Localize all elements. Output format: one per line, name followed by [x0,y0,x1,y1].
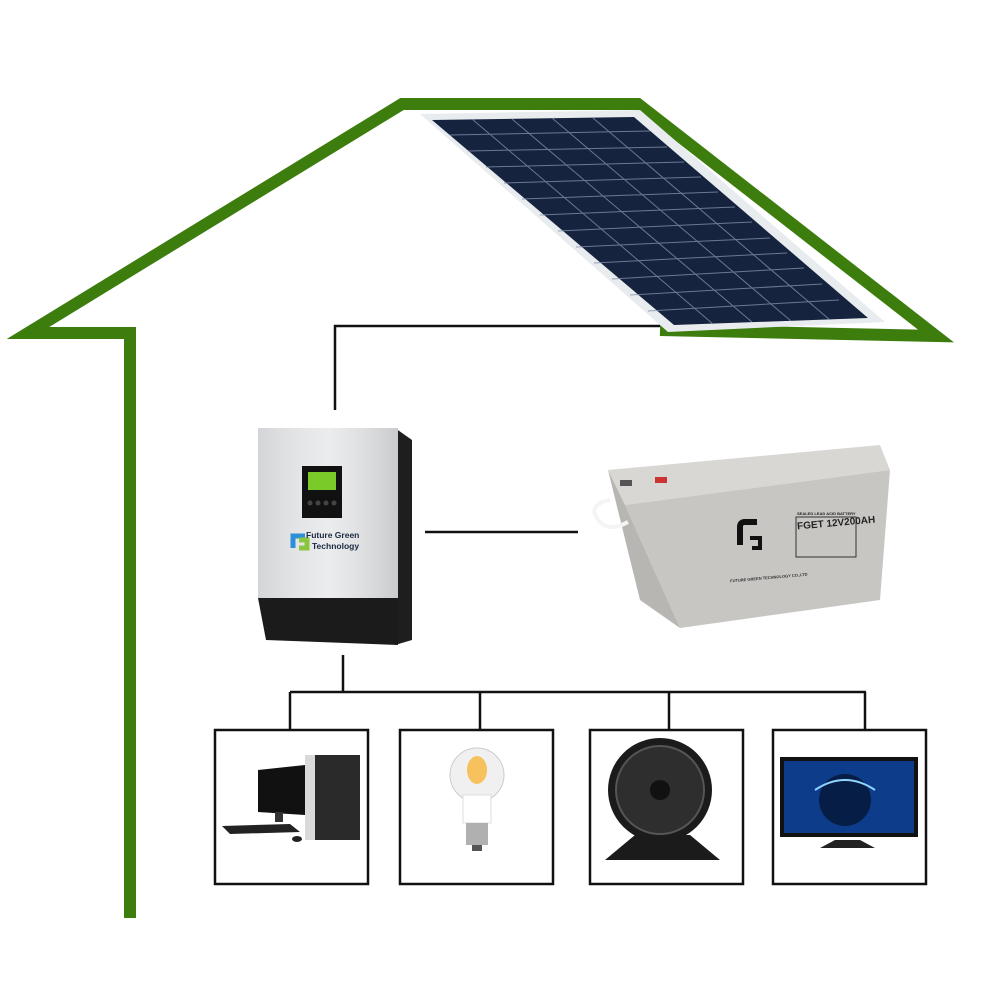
television-icon [780,757,918,848]
lcd-screen-icon [308,472,336,490]
wiring [288,324,867,730]
battery [592,445,890,628]
inverter-brand-line1: Future Green [306,530,360,540]
light-bulb-icon [449,747,505,851]
solar-panel [420,110,885,332]
inverter [258,428,412,645]
battery-header: SEALED LEAD ACID BATTERY [797,511,856,516]
inverter-brand-line2: Technology [312,541,360,551]
house-outline [6,98,954,918]
fan-icon [605,738,720,860]
brand-logo-icon [290,533,310,551]
computer-icon [222,755,360,842]
